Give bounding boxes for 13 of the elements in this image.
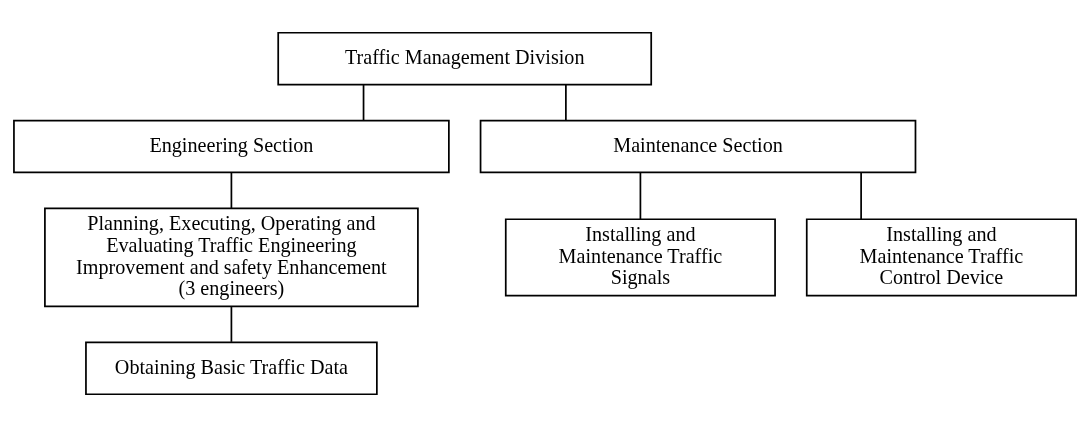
- connector: [639, 171, 642, 221]
- connector: [230, 306, 233, 343]
- node-box: Maintenance Section: [479, 119, 917, 174]
- connector: [565, 84, 567, 122]
- node-box: Installing and Maintenance Traffic Signals: [504, 218, 776, 297]
- connector: [230, 171, 233, 210]
- connector: [362, 84, 365, 122]
- node-box: Installing and Maintenance Traffic Control Device: [805, 218, 1077, 297]
- node-box: Obtaining Basic Traffic Data: [85, 341, 378, 396]
- connector: [860, 171, 862, 221]
- node-box: Planning, Executing, Operating and Evaluating Traffic Engineering Improvement and safety Enhancement (3 engineers): [44, 207, 419, 308]
- node-box: Engineering Section: [13, 119, 450, 174]
- node-box: Traffic Management Division: [277, 31, 653, 86]
